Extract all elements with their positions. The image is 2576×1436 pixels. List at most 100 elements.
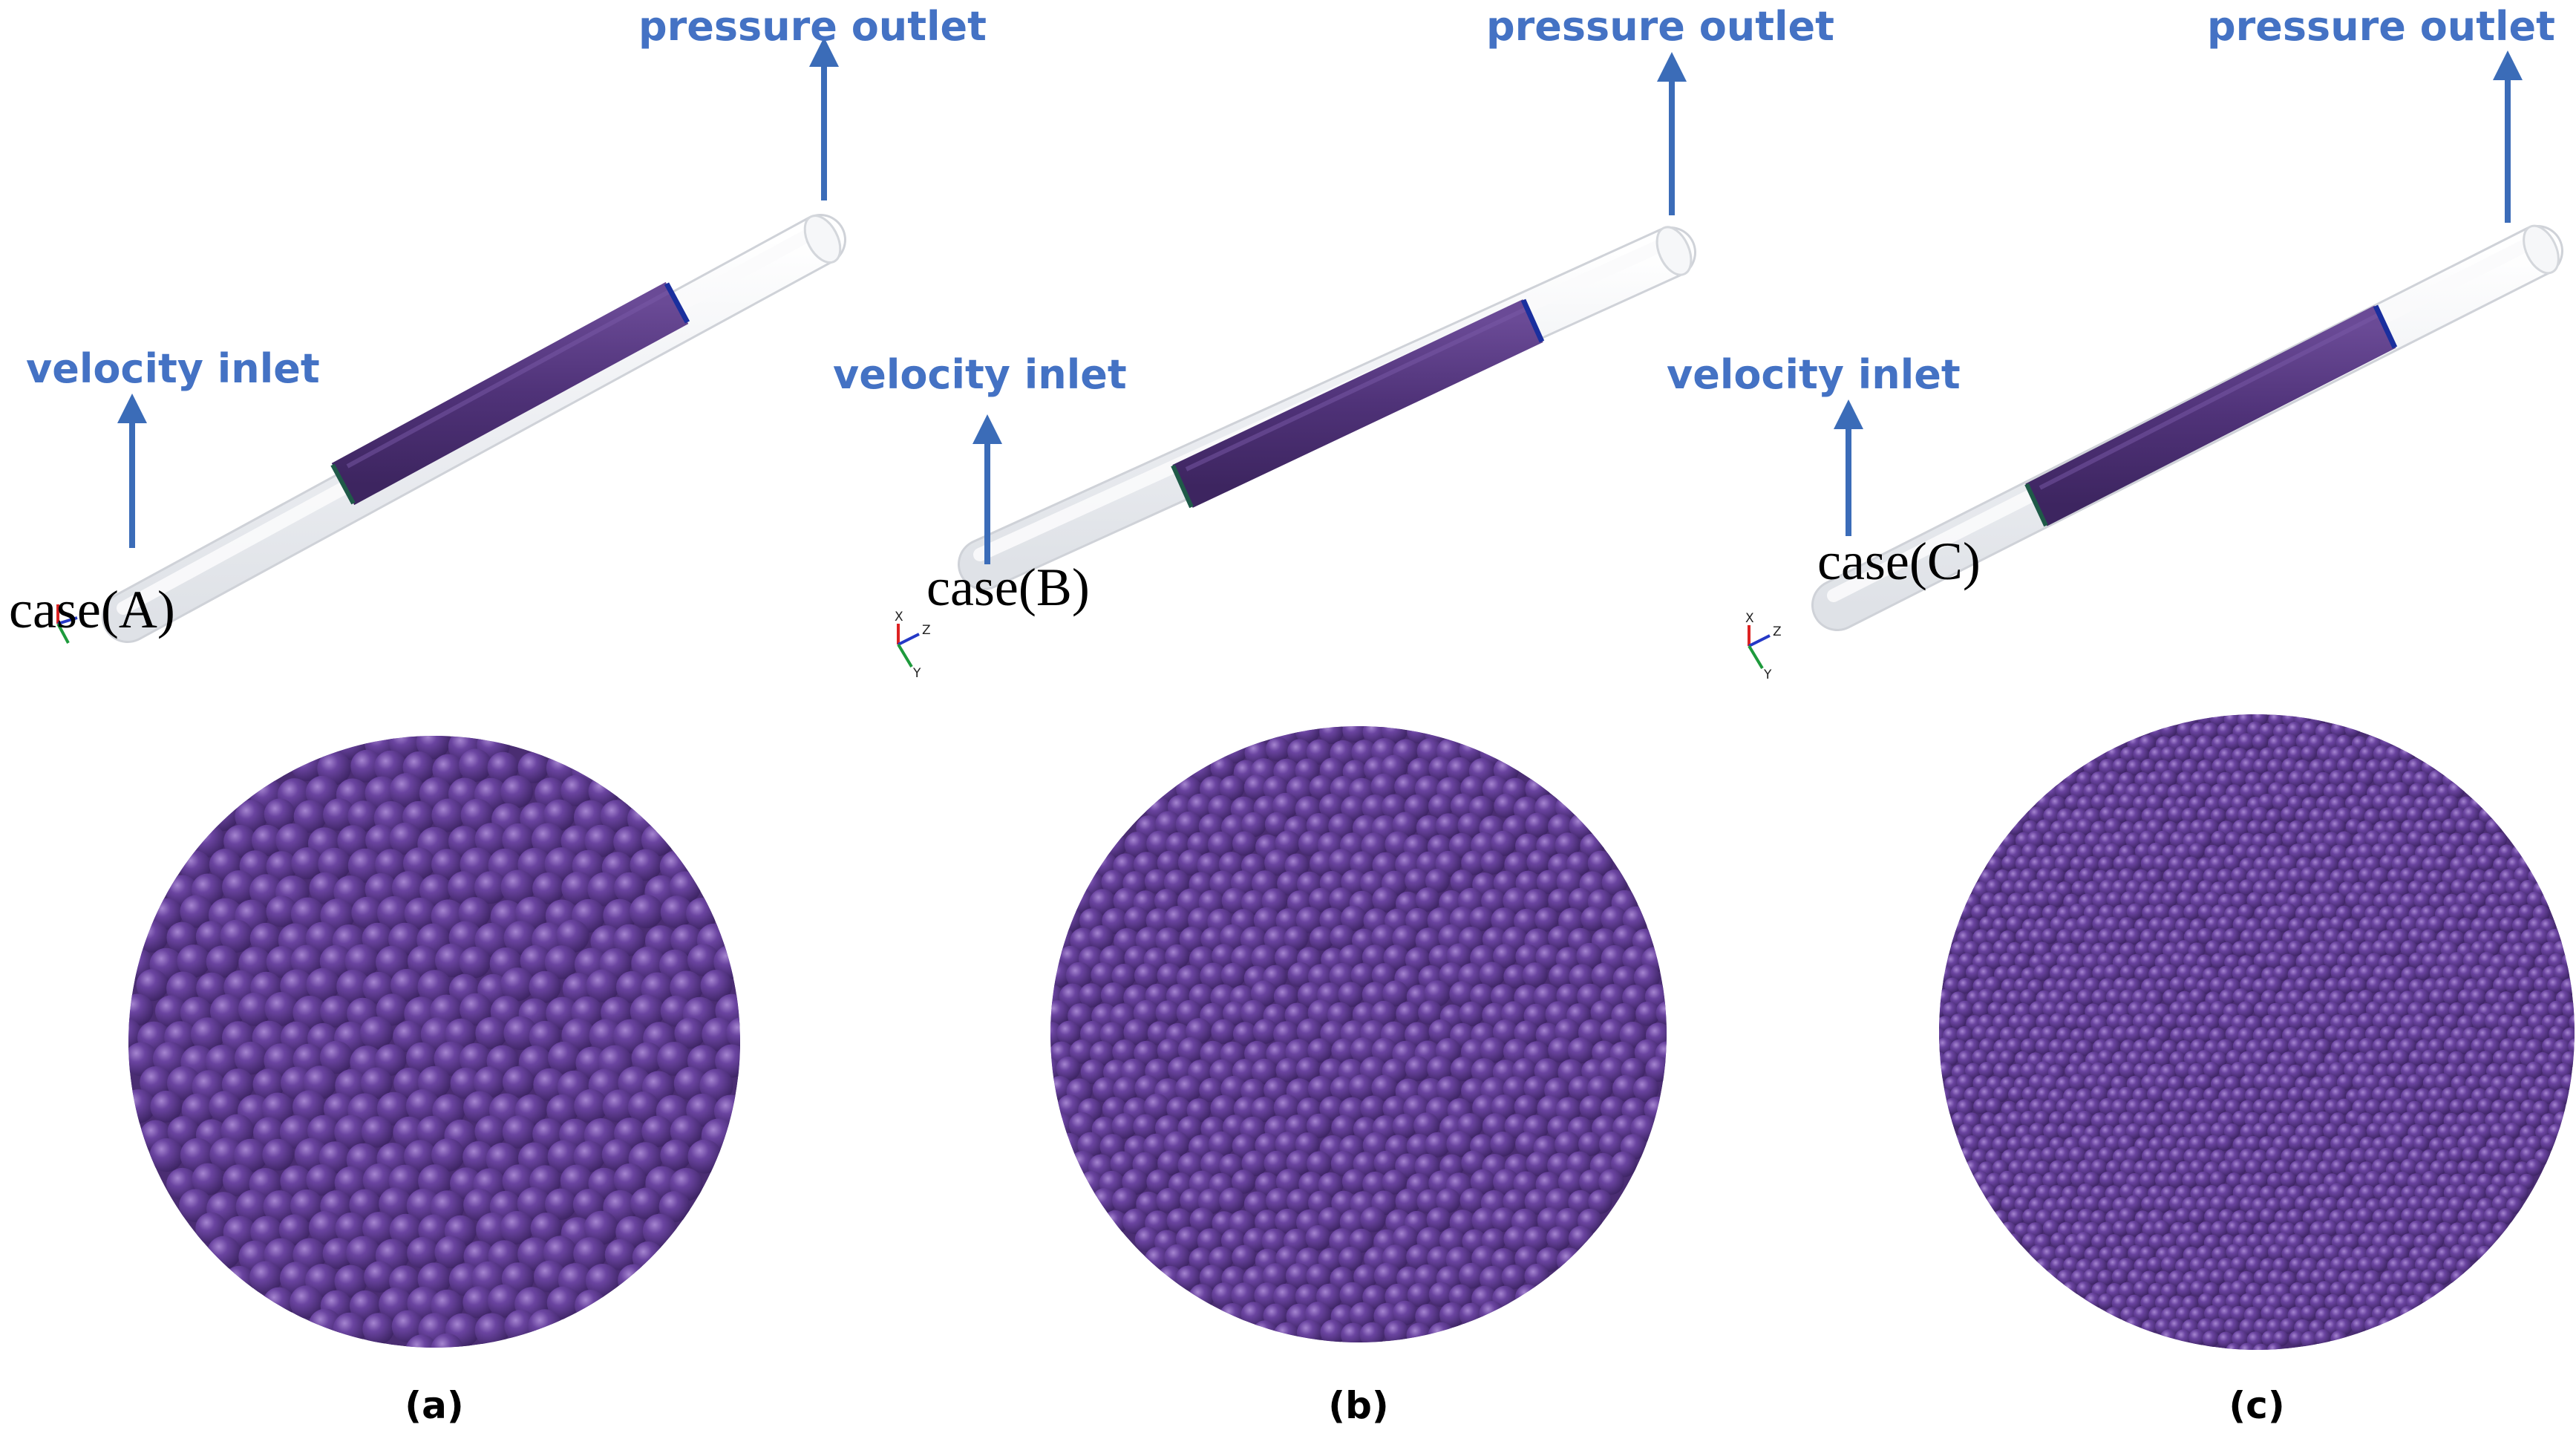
particle-sphere	[389, 736, 422, 760]
particle-sphere	[351, 896, 383, 929]
particle-sphere	[2190, 722, 2207, 740]
particle-sphere	[2048, 1039, 2065, 1056]
particle-sphere	[2309, 952, 2327, 970]
particle-sphere	[2033, 964, 2050, 982]
particle-sphere	[2126, 903, 2143, 920]
particle-sphere	[448, 871, 480, 904]
particle-sphere	[2387, 892, 2404, 910]
particle-sphere	[2119, 965, 2136, 981]
particle-sphere	[2420, 832, 2436, 849]
particle-sphere	[431, 849, 463, 881]
particle-sphere	[375, 849, 407, 881]
particle-sphere	[699, 1068, 733, 1103]
particle-sphere	[2224, 1076, 2240, 1092]
particle-sphere	[2526, 891, 2544, 909]
particle-sphere	[2358, 867, 2376, 884]
particle-sphere	[459, 748, 492, 782]
particle-sphere	[2107, 1087, 2123, 1103]
particle-sphere	[167, 1065, 201, 1100]
particle-sphere	[2351, 904, 2368, 921]
particle-sphere	[1163, 869, 1190, 895]
particle-sphere	[2393, 954, 2410, 970]
particle-sphere	[349, 1189, 381, 1221]
particle-sphere	[1424, 980, 1451, 1007]
particle-sphere	[290, 897, 325, 931]
particle-sphere	[1208, 1131, 1235, 1158]
particle-sphere	[2147, 1037, 2165, 1054]
particle-sphere	[2203, 745, 2220, 763]
particle-sphere	[1994, 966, 2011, 983]
particle-sphere	[2049, 1013, 2067, 1030]
particle-sphere	[2335, 783, 2353, 800]
particle-sphere	[2260, 892, 2278, 910]
particle-sphere	[2294, 976, 2312, 994]
particle-sphere	[2477, 1221, 2494, 1237]
particle-sphere	[2231, 1087, 2248, 1104]
particle-sphere	[2036, 1086, 2052, 1103]
particle-sphere	[2455, 817, 2473, 835]
particle-sphere	[2183, 1051, 2200, 1067]
particle-sphere	[2217, 916, 2234, 933]
particle-sphere	[2224, 879, 2242, 897]
particle-sphere	[2402, 771, 2418, 786]
particle-sphere	[460, 798, 494, 832]
particle-sphere	[1406, 1244, 1431, 1270]
particle-sphere	[2252, 714, 2268, 725]
particle-sphere	[2335, 831, 2353, 849]
particle-sphere	[2055, 1051, 2071, 1068]
particle-sphere	[1189, 1207, 1215, 1233]
particle-sphere	[2041, 904, 2059, 921]
particle-sphere	[2364, 1099, 2382, 1116]
particle-sphere	[1416, 815, 1442, 841]
particle-sphere	[2154, 1270, 2171, 1287]
particle-sphere	[2301, 1014, 2318, 1031]
particle-sphere	[2181, 807, 2198, 824]
particle-sphere	[2090, 1086, 2108, 1103]
particle-sphere	[463, 1091, 496, 1124]
particle-sphere	[574, 1089, 608, 1123]
particle-sphere	[2345, 1281, 2362, 1299]
particle-sphere	[2134, 890, 2151, 908]
particle-sphere	[1330, 924, 1355, 950]
particle-sphere	[660, 895, 693, 929]
particle-sphere	[1092, 1077, 1118, 1103]
particle-sphere	[2300, 867, 2318, 884]
particle-sphere	[2344, 1037, 2362, 1055]
particle-sphere	[2176, 1014, 2193, 1031]
particle-sphere	[2492, 1050, 2509, 1066]
particle-sphere	[630, 994, 664, 1029]
particle-sphere	[2041, 1146, 2058, 1164]
particle-sphere	[543, 799, 575, 832]
particle-sphere	[615, 970, 648, 1003]
particle-sphere	[1984, 976, 2001, 993]
particle-sphere	[150, 1090, 183, 1123]
particle-sphere	[1341, 905, 1367, 931]
particle-sphere	[2209, 714, 2227, 727]
particle-sphere	[2021, 1233, 2039, 1250]
particle-sphere	[192, 1163, 224, 1195]
particle-sphere	[2449, 1099, 2465, 1115]
particle-sphere	[2188, 1135, 2206, 1153]
particle-sphere	[2117, 1086, 2135, 1103]
particle-sphere	[290, 944, 323, 977]
particle-sphere	[2014, 1196, 2030, 1213]
particle-sphere	[1384, 1320, 1409, 1342]
particle-sphere	[2448, 904, 2465, 921]
case-label-b: case(B)	[926, 558, 1090, 617]
particle-sphere	[1619, 1022, 1647, 1048]
particle-sphere	[2001, 855, 2018, 872]
particle-sphere	[2162, 1135, 2179, 1152]
particle-sphere	[2020, 1111, 2037, 1128]
particle-sphere	[2364, 1050, 2382, 1067]
particle-sphere	[2281, 806, 2298, 823]
particle-sphere	[2223, 855, 2240, 872]
particle-sphere	[306, 1164, 338, 1196]
particle-sphere	[2189, 746, 2206, 763]
particle-sphere	[1143, 1093, 1170, 1120]
particle-sphere	[2036, 868, 2053, 884]
particle-sphere	[361, 1116, 393, 1148]
particle-sphere	[2076, 818, 2093, 835]
particle-sphere	[1493, 944, 1517, 968]
particle-sphere	[660, 1139, 692, 1171]
particle-sphere	[2385, 1207, 2402, 1224]
